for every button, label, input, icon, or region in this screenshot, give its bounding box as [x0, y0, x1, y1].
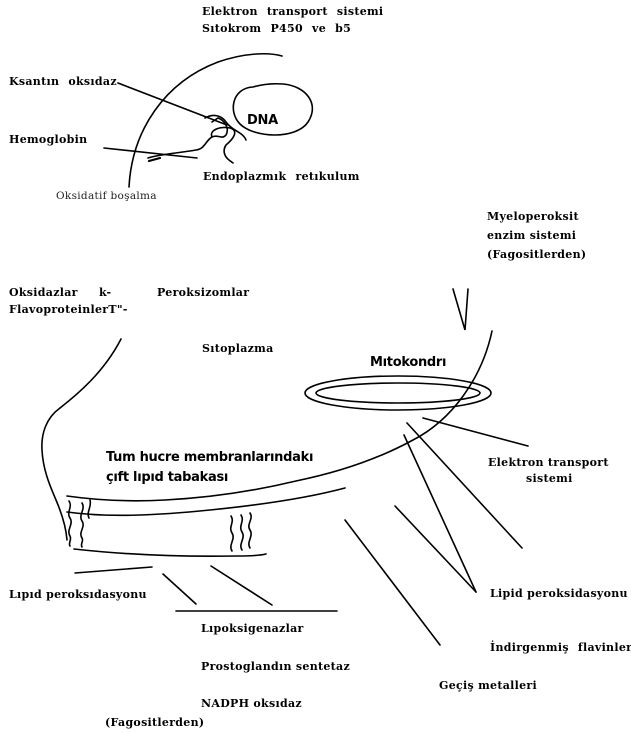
label-etc-right-2: sistemi — [526, 472, 573, 485]
bilayer-squiggle-left-2 — [81, 503, 83, 547]
label-oxidative-burst: Oksidatif boşalma — [56, 190, 157, 202]
line-lipox-2 — [211, 566, 272, 605]
label-flavoproteins: FlavoproteinlerT"- — [9, 303, 128, 316]
line-lipid-right — [395, 506, 476, 592]
mito-outer — [305, 376, 491, 410]
label-etc-top-1: Elektron transport sistemi — [202, 5, 383, 18]
cell-left-edge — [42, 408, 67, 540]
line-mito-1 — [407, 423, 522, 548]
label-lipid-perox-right: Lipid peroksidasyonu — [490, 587, 628, 600]
bilayer-lower — [74, 549, 266, 556]
label-cytoplasm: Sıtoplazma — [202, 342, 274, 355]
bilayer-squiggle-left-1 — [69, 501, 71, 546]
label-myeloperoxidase-2: enzim sistemi — [487, 229, 576, 242]
label-etc-top-2: Sıtokrom P450 ve b5 — [202, 22, 351, 35]
label-prostaglandin: Prostoglandın sentetaz — [201, 660, 350, 673]
er-fragment — [149, 158, 160, 161]
label-myeloperoxidase-1: Myeloperoksit — [487, 210, 579, 223]
label-endoplasmic-reticulum: Endoplazmık retıkulum — [203, 170, 360, 183]
label-peroxisomes: Peroksizomlar — [157, 286, 249, 299]
label-xanthine-oxidase: Ksantın oksıdaz — [9, 75, 117, 88]
label-phagocytes-bottom: (Fagositlerden) — [105, 716, 204, 729]
line-etc-right — [423, 418, 528, 446]
er-squiggle — [148, 118, 235, 163]
line-lipid-left — [75, 567, 152, 573]
label-reduced-flavins: İndirgenmiş flavinler — [490, 641, 631, 654]
label-oxidases: Oksidazlar — [9, 286, 78, 299]
label-lipid-perox-left: Lıpıd peroksıdasyonu — [9, 588, 147, 601]
label-transition-metals: Geçiş metalleri — [439, 679, 537, 692]
myelo-v — [453, 289, 468, 330]
label-hemoglobin: Hemoglobin — [9, 133, 87, 146]
label-nadph: NADPH oksıdaz — [201, 697, 302, 710]
bilayer-squiggle-right-2 — [241, 515, 243, 550]
label-membrane-1: Tum hucre membranlarındakı — [106, 450, 313, 465]
label-dna: DNA — [247, 113, 278, 128]
label-myeloperoxidase-3: (Fagositlerden) — [487, 248, 586, 261]
bilayer-squiggle-right-1 — [231, 516, 233, 551]
bilayer-squiggle-right-3 — [249, 513, 251, 548]
label-etc-right-1: Elektron transport — [488, 456, 609, 469]
line-lipox-1 — [163, 574, 196, 604]
label-membrane-2: çıft lıpıd tabakası — [106, 470, 228, 485]
label-mitochondria: Mıtokondrı — [370, 355, 446, 370]
bilayer-squiggle-left-3 — [88, 500, 90, 518]
cell-arc-upper-left — [60, 339, 121, 408]
label-oxidases-k: k- — [99, 286, 111, 299]
label-lipoxygenases: Lıpoksigenazlar — [201, 622, 304, 635]
membrane-inner — [67, 488, 345, 515]
mito-inner — [316, 383, 480, 403]
